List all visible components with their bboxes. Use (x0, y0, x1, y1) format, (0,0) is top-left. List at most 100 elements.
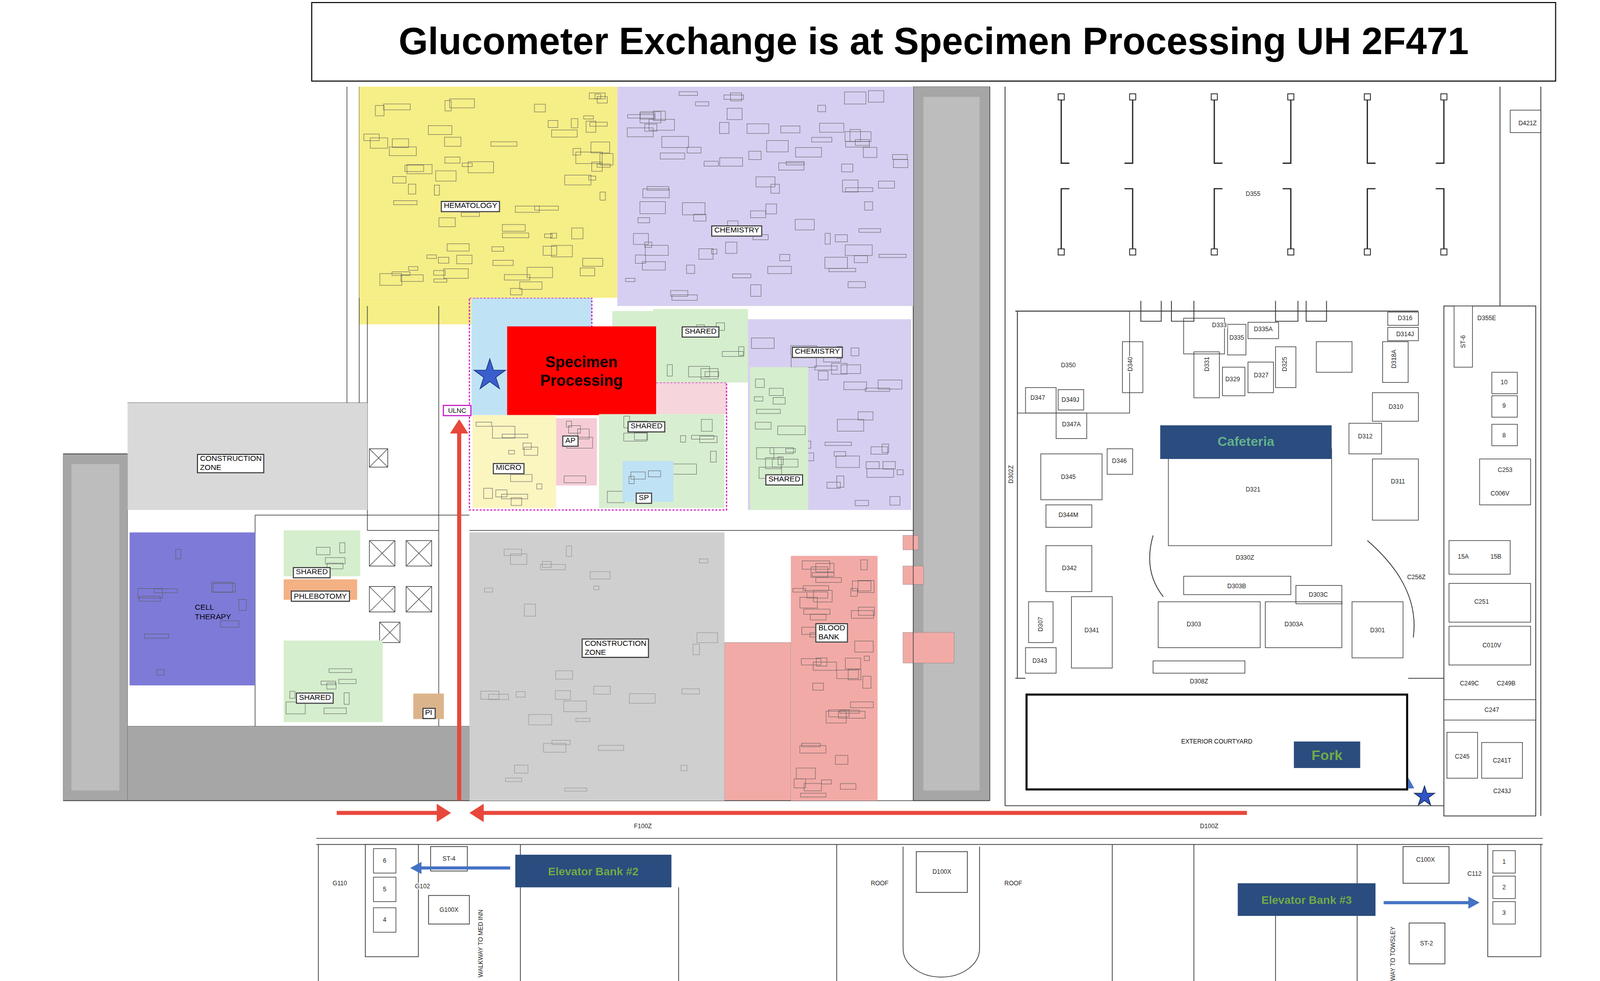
bench (681, 689, 700, 695)
bench (575, 718, 590, 722)
column-base (1211, 249, 1218, 256)
bench (883, 461, 896, 470)
region-label: SHARED (295, 692, 334, 704)
bench (640, 111, 662, 123)
bench (596, 163, 611, 168)
bench (700, 368, 718, 379)
bench (848, 281, 866, 288)
room-outline (1152, 661, 1245, 674)
shaft-cross (369, 586, 395, 613)
callout-box: Fork (1293, 741, 1360, 769)
bench (492, 260, 514, 266)
room-number: C247 (1483, 706, 1501, 714)
room-number: D303B (1226, 583, 1248, 590)
wall-line (317, 845, 319, 981)
wall-line (678, 887, 679, 981)
wall-line (346, 86, 348, 404)
bench (803, 585, 829, 591)
room-number: ST-4 (441, 856, 457, 863)
bench (845, 245, 873, 256)
room-number: D355 (1244, 190, 1262, 197)
wall-line (316, 838, 1543, 840)
walls (63, 86, 990, 802)
wall-line (1306, 301, 1327, 322)
bench (504, 549, 522, 556)
wall-line (1015, 678, 1026, 680)
wall-inner (71, 464, 120, 791)
room-outline (1058, 389, 1084, 411)
bench (138, 596, 161, 602)
room-number: D347A (1061, 421, 1082, 428)
bench (878, 254, 906, 258)
bench (897, 469, 904, 475)
bench (818, 105, 827, 112)
bench-detail (283, 640, 383, 723)
bench (555, 671, 573, 680)
bench (564, 788, 587, 792)
bench (434, 184, 440, 195)
bench (851, 347, 860, 356)
bench (858, 412, 874, 421)
bench-detail (749, 367, 809, 511)
bench (848, 669, 861, 681)
bench (840, 783, 856, 790)
bench (864, 656, 870, 662)
column-base (1440, 249, 1447, 256)
core-room (1449, 583, 1531, 623)
bench (772, 459, 798, 468)
bench (596, 96, 608, 104)
bench (772, 397, 785, 405)
bench (490, 141, 517, 147)
bench (800, 793, 827, 798)
elevator-car (373, 849, 396, 874)
bench (802, 627, 816, 635)
room-number: C253 (1496, 467, 1514, 474)
title-text: Glucometer Exchange is at Specimen Proce… (398, 20, 1469, 64)
bench (607, 491, 625, 503)
bench (755, 379, 765, 388)
bench (370, 137, 388, 149)
bench (693, 214, 707, 222)
bench (631, 472, 646, 480)
bench (777, 426, 806, 435)
column-base (1058, 249, 1065, 256)
bench (645, 245, 669, 256)
bench (836, 456, 860, 468)
wall-line (1499, 86, 1501, 307)
bench (723, 95, 744, 100)
stair-elevator (1487, 845, 1541, 958)
bench (428, 125, 452, 135)
shaft-cross (369, 540, 395, 567)
region-label: SHARED (765, 474, 804, 486)
shaft-box (369, 586, 395, 613)
bench (841, 163, 854, 172)
bench (756, 448, 774, 460)
bench (375, 105, 384, 117)
bench (638, 217, 650, 223)
shared-region: SHARED (749, 367, 809, 511)
wall-line (1004, 86, 1006, 807)
core-room (1449, 540, 1511, 575)
bench (838, 711, 866, 719)
bench (326, 683, 337, 690)
bench (571, 118, 578, 128)
location-star (474, 358, 506, 389)
room-number: D327 (1253, 372, 1270, 379)
room-number: 15A (1456, 553, 1470, 561)
region-label: SP (635, 492, 653, 504)
bench (408, 183, 417, 194)
bench (755, 176, 775, 187)
bench (339, 542, 345, 553)
bench (889, 496, 900, 506)
bench (785, 448, 796, 453)
stair-elevator (428, 895, 470, 925)
wall-line (1149, 535, 1164, 597)
callout-box: Cafeteria (1160, 425, 1332, 460)
bench (766, 140, 788, 152)
shaft-box (369, 540, 395, 567)
core-room (1449, 626, 1531, 666)
bench (144, 634, 169, 639)
column-bracket (1061, 96, 1070, 163)
bench (540, 564, 566, 571)
bench (524, 447, 538, 456)
